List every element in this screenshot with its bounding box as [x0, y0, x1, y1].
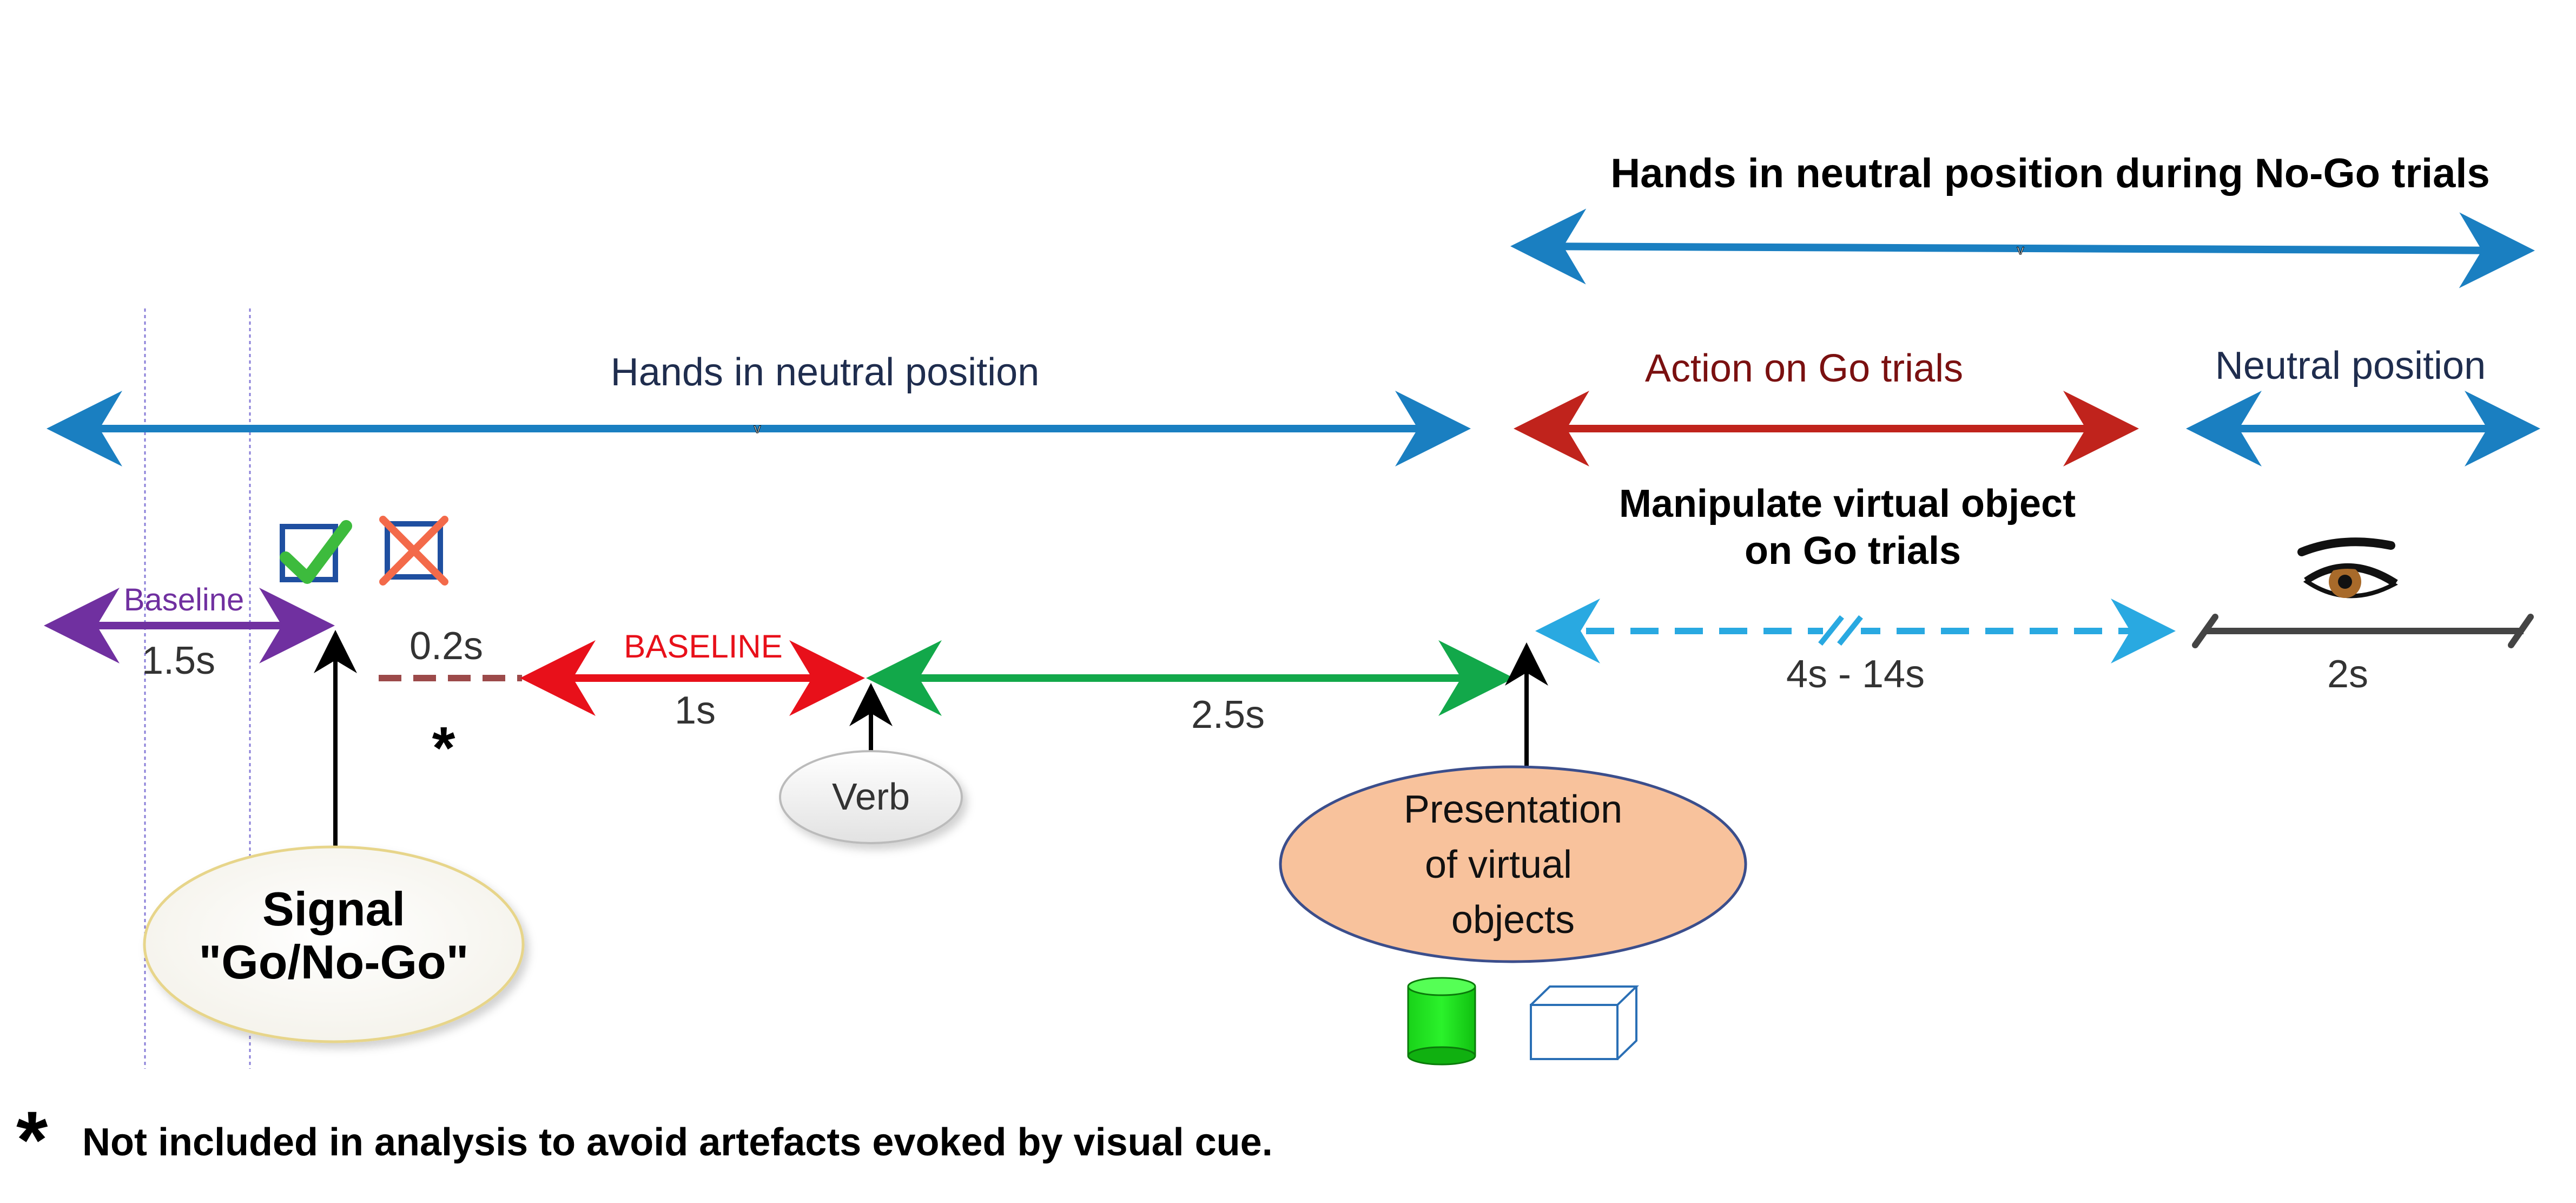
footnote-star: * — [16, 1094, 48, 1185]
duration-4s-14s: 4s - 14s — [1786, 653, 1925, 696]
cross-box-icon — [379, 516, 448, 586]
signal-node: Signal "Go/No-Go" — [143, 845, 525, 1043]
presentation-label-line1: Presentation — [1404, 788, 1622, 831]
manipulate-label-line2: on Go trials — [1745, 529, 1961, 573]
verb-node: Verb — [779, 750, 963, 844]
presentation-label-line3: objects — [1451, 898, 1575, 942]
baseline-caps-label: BASELINE — [624, 628, 782, 665]
baseline-small-label: Baseline — [124, 582, 244, 617]
hands-neutral-arrow-tick: v — [754, 420, 761, 436]
box-icon — [1530, 985, 1639, 1060]
time-break-icon — [1818, 615, 1863, 646]
signal-label-line2: "Go/No-Go" — [199, 935, 469, 989]
nogo-arrow-tick: v — [2017, 241, 2024, 258]
duration-2s: 2s — [2327, 653, 2368, 696]
presentation-label-line2: of virtual — [1425, 843, 1572, 886]
presentation-node: Presentation of virtual objects — [1279, 765, 1747, 963]
footnote-text: Not included in analysis to avoid artefa… — [82, 1121, 1273, 1164]
manipulate-label-line1: Manipulate virtual object — [1619, 482, 2076, 525]
hands-neutral-label: Hands in neutral position — [611, 351, 1040, 394]
verb-label: Verb — [832, 775, 910, 818]
fixation-segment — [2192, 614, 2534, 648]
duration-2-5s: 2.5s — [1191, 693, 1265, 737]
neutral-position-label: Neutral position — [2215, 344, 2486, 387]
eye-icon — [2297, 537, 2398, 599]
nogo-neutral-arrow — [1510, 208, 2535, 288]
check-box-icon — [280, 520, 352, 584]
nogo-neutral-label: Hands in neutral position during No-Go t… — [1610, 150, 2490, 196]
signal-label-line1: Signal — [262, 882, 405, 936]
action-go-label: Action on Go trials — [1645, 347, 1963, 390]
cylinder-icon — [1407, 977, 1476, 1066]
excluded-asterisk: * — [432, 715, 455, 781]
duration-0-2s: 0.2s — [409, 624, 483, 668]
duration-1-5s: 1.5s — [142, 639, 215, 682]
duration-1s: 1s — [675, 689, 716, 732]
